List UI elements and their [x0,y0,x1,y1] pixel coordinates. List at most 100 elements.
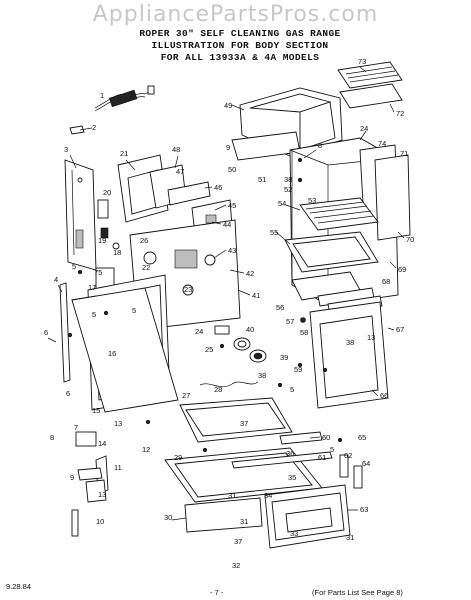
rail-60 [279,431,323,445]
part-19 [100,227,109,239]
callout: 57 [286,317,294,326]
callout: 42 [246,269,254,278]
back-panels-70-74 [359,144,411,241]
callout: 41 [252,291,260,300]
wire-27 [199,381,259,388]
power-cord [94,85,155,112]
oven-rack [299,197,379,231]
callout: 26 [140,236,148,245]
side-strip [59,282,71,383]
callout: 23 [184,285,192,294]
callout: 38 [346,338,354,347]
callout: 20 [103,188,111,197]
callout: 43 [228,246,236,255]
callout: 63 [360,505,368,514]
storage-drawer [264,484,351,549]
callout: 31 [346,533,354,542]
callout: 24 [360,124,368,133]
diagram-title-line-1: ROPER 30" SELF CLEANING GAS RANGE [139,28,341,39]
callout: 5 [72,262,76,271]
callout: 37 [240,419,248,428]
callout: 9 [70,473,74,482]
callout: 66 [380,391,388,400]
callout: 22 [142,263,150,272]
callout: 46 [214,183,222,192]
callout: 3 [64,145,68,154]
callout: 55 [270,228,278,237]
callout: 4 [54,275,58,284]
callout: 27 [182,391,190,400]
callout: 47 [176,167,184,176]
callout: 15 [92,406,100,415]
callout: 69 [398,265,406,274]
callout: 58 [300,328,308,337]
oven-door [309,301,389,409]
part-18 [112,242,120,250]
oven-vent-73 [337,61,403,89]
callout: 7 [74,423,78,432]
callout: 16 [108,349,116,358]
callout: 72 [396,109,404,118]
callout: 5 [132,306,136,315]
callout: 64 [362,459,370,468]
callout: 31 [240,517,248,526]
callout: 38 [258,371,266,380]
callout: 50 [228,165,236,174]
callout: 59 [294,365,302,374]
callout: 33 [290,529,298,538]
callout: 6 [66,389,70,398]
callout: 61 [318,453,326,462]
callout: 6 [44,328,48,337]
callout: 62 [344,451,352,460]
callout: 13 [98,490,106,499]
leader-lines [47,66,405,521]
callout: 24 [195,327,203,336]
callout: 9 [226,143,230,152]
callout: 45 [228,201,236,210]
burner-parts [214,325,267,363]
callout: 48 [172,145,180,154]
callout: 74 [378,139,386,148]
left-side-panel [64,159,97,271]
callout: 39 [280,353,288,362]
callout: 49 [224,101,232,110]
callout: 53 [308,196,316,205]
callout: 65 [358,433,366,442]
callout: 75 [94,268,102,277]
callout: 32 [232,561,240,570]
callout: 73 [358,57,366,66]
callout: 35 [288,473,296,482]
footer-date: 9.28.84 [6,582,32,591]
callout: 37 [234,537,242,546]
callout: 10 [96,517,104,526]
outer-side-15 [71,287,179,413]
callout: 31 [228,491,236,500]
callout: 36 [286,449,294,458]
leveling-legs [71,431,109,537]
callout: 21 [120,149,128,158]
callout: 29 [174,453,182,462]
broil-pan-55 [284,231,379,273]
rod-36-61 [231,451,333,469]
callout: 34 [264,491,272,500]
callout: 5 [92,310,96,319]
callout: 5 [330,445,334,454]
callout: 17 [88,283,96,292]
callout: 71 [400,149,408,158]
diagram-title-line-2: ILLUSTRATION FOR BODY SECTION [151,40,329,51]
callout: 14 [98,439,106,448]
callout: 1 [100,91,104,100]
footer-page-number: - 7 - [210,588,224,597]
callout: 8 [50,433,54,442]
oven-vent-72 [339,83,403,109]
callout: 44 [223,220,231,229]
callout: 12 [142,445,150,454]
part-57 [300,317,306,323]
callout: 60 [322,433,330,442]
callout: 28 [214,385,222,394]
bracket-20 [97,199,109,219]
callout: 11 [114,463,122,472]
callout-labels: 1 2 3 21 48 47 20 46 45 44 43 42 41 19 1… [44,57,414,570]
